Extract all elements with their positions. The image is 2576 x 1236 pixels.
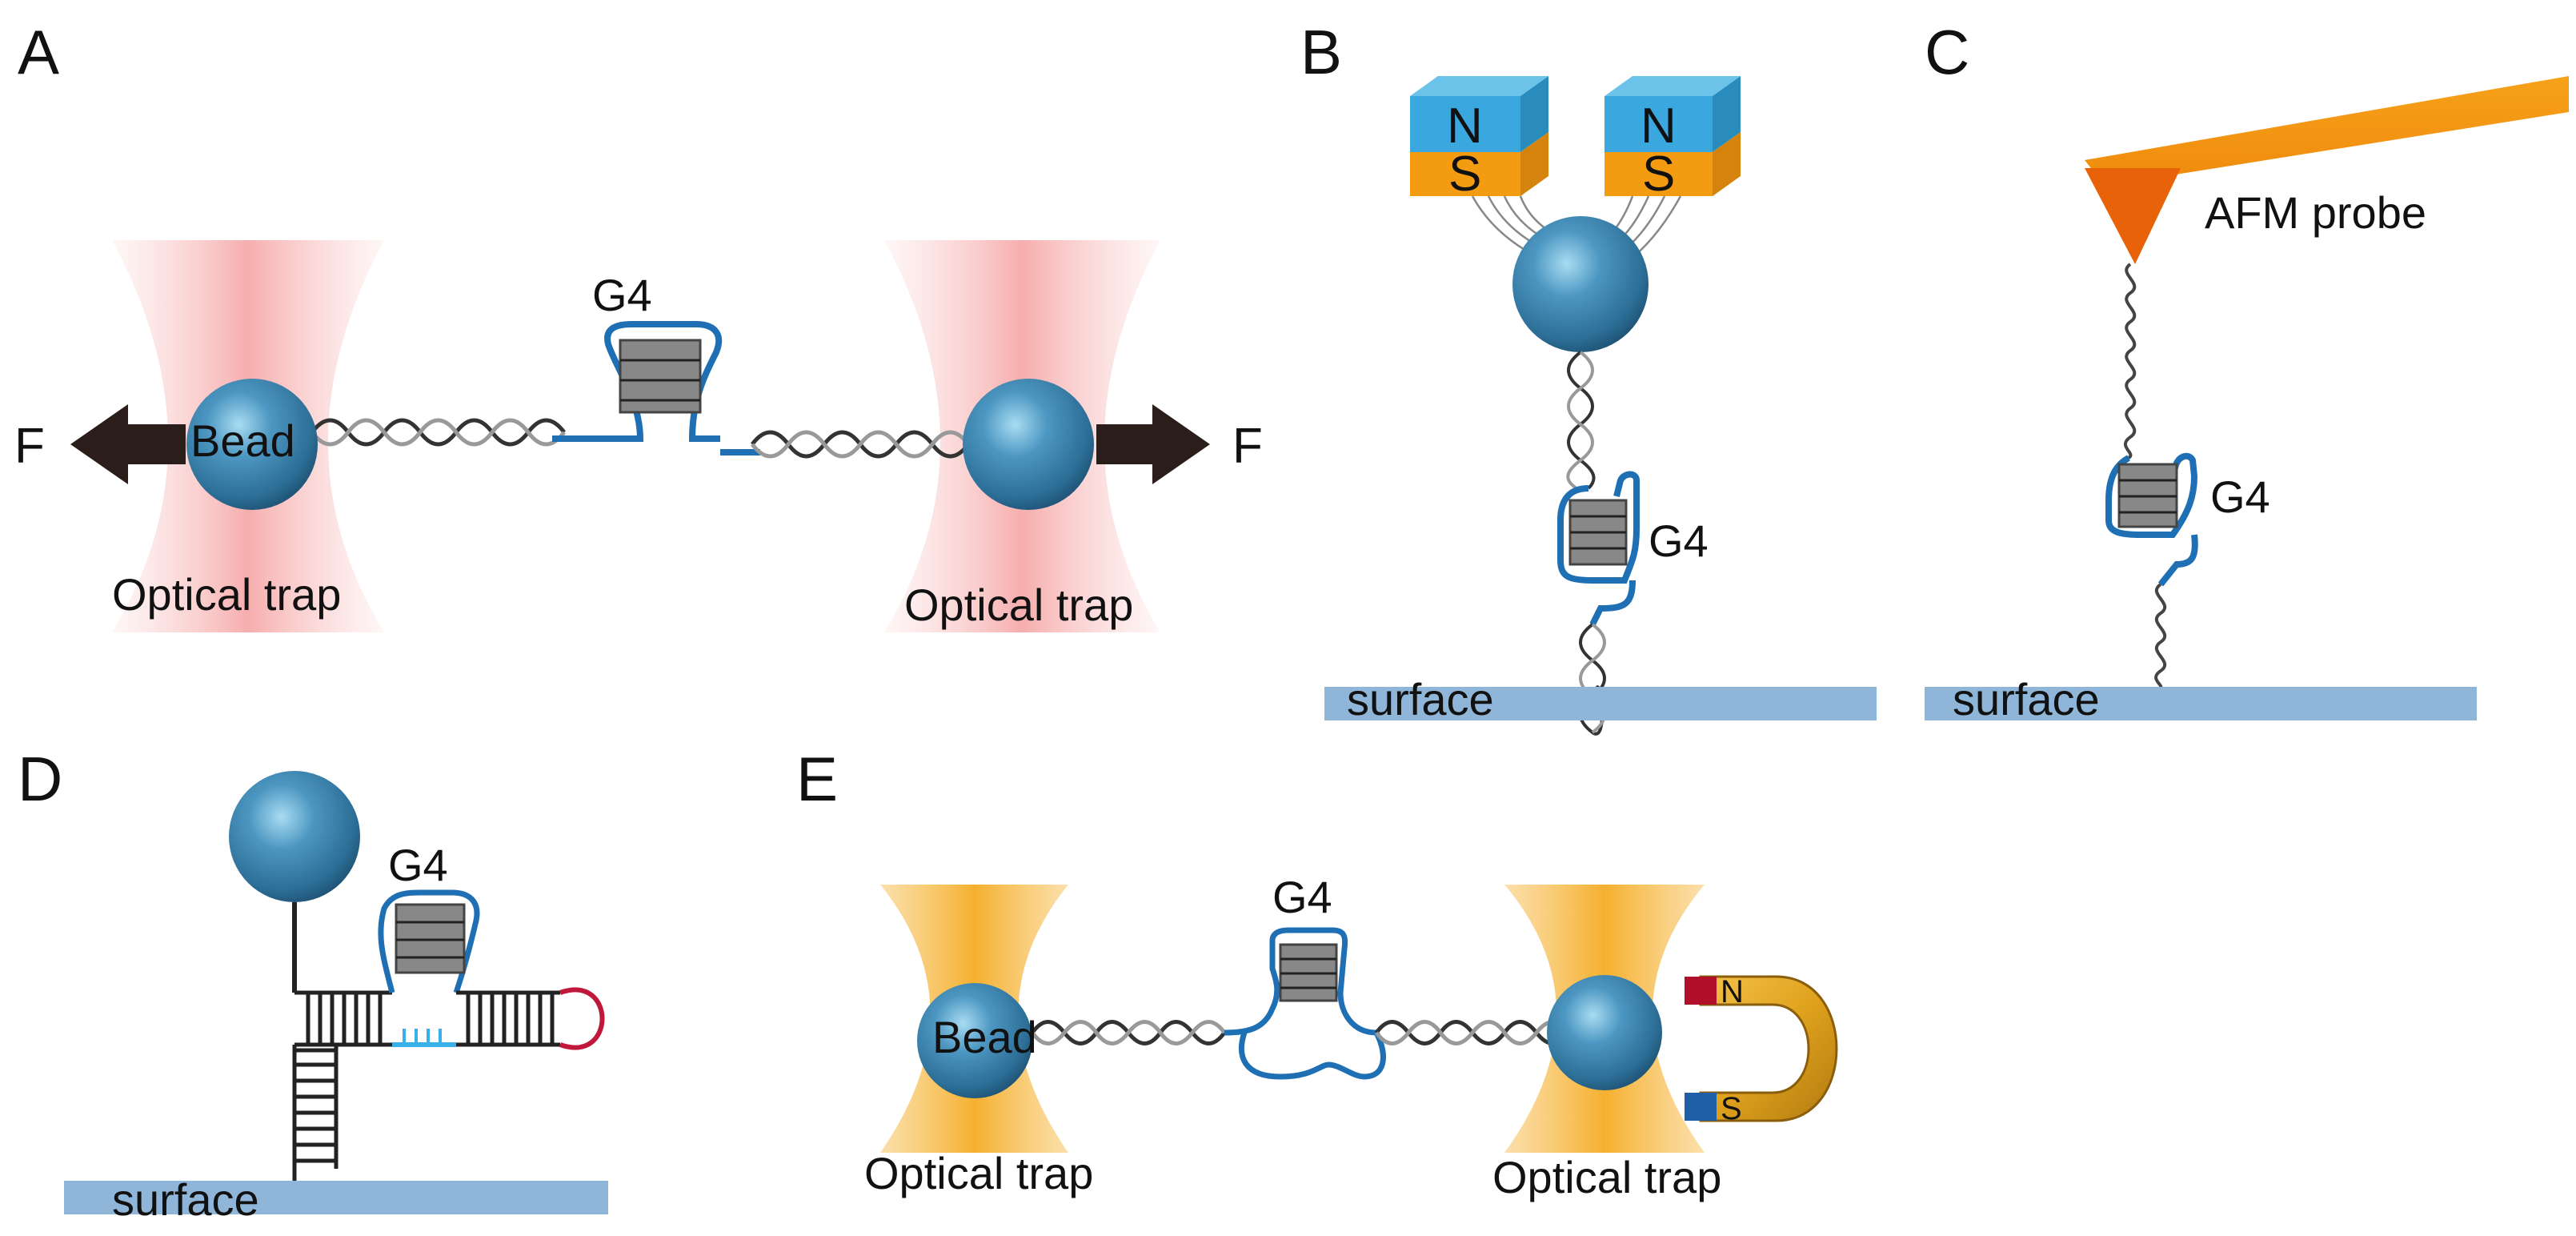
surface-label-c: surface [1953,674,2100,724]
surface-b [1324,687,1877,720]
bead-left-a [186,379,318,510]
force-label-left: F [14,419,45,474]
magnet-left-s: S [1448,146,1481,202]
optical-trap-label-right-a: Optical trap [904,580,1133,630]
panel-d: D G4 [18,744,608,1225]
bead-left-e [917,983,1032,1098]
dna-helix-right-e-2 [1374,1020,1571,1045]
duplex-right-d [456,990,560,1047]
bead-d [229,771,360,902]
magnet-right-b [1604,76,1741,196]
afm-cantilever [2085,76,2569,186]
magnet-left-b [1410,76,1548,196]
bead-right-a [963,379,1094,510]
g4-structure-a [604,321,723,442]
panel-c: C AFM probe G4 surface [1925,17,2569,724]
bead-label-a: Bead [190,415,295,466]
tether-top-c [2123,263,2137,459]
dna-helix-left-a [310,418,566,447]
afm-probe-label: AFM probe [2205,187,2426,238]
magnet-left-n: N [1447,98,1483,154]
g4-label-d: G4 [388,840,448,890]
force-arrow-left [70,404,186,484]
g4-label-e: G4 [1272,872,1332,922]
optical-trap-label-left-a: Optical trap [112,569,341,620]
hairpin-loop-d [559,987,605,1050]
optical-trap-label-right-e: Optical trap [1492,1152,1721,1202]
duplex-vertical-d [292,1045,339,1185]
panel-a: A G4 Bead F F Optical trap Optical [14,17,1263,632]
bead-right-e [1547,975,1662,1090]
optical-trap-label-left-e: Optical trap [864,1148,1093,1198]
g4-structure-d [378,889,480,1047]
force-label-right: F [1232,419,1263,474]
dna-helix-right-a-2 [751,430,970,459]
panel-b: B N S N S [1300,17,1877,736]
g4-structure-e [1224,927,1386,1080]
dna-helix-left-a-2 [310,418,566,447]
panel-letter-e: E [796,744,838,814]
panel-letter-b: B [1300,17,1342,87]
duplex-left-d [294,990,392,1047]
magnet-n-e: N [1721,974,1744,1009]
tether-bottom-c [2154,583,2167,692]
g4-label-c: G4 [2210,472,2270,522]
force-arrow-right [1096,404,1210,484]
surface-c [1925,687,2477,720]
horseshoe-magnet-e [1685,975,1838,1122]
magnet-right-n: N [1641,98,1677,154]
magnet-s-e: S [1721,1091,1742,1126]
surface-label-b: surface [1347,674,1494,724]
surface-d [64,1181,608,1214]
dna-helix-left-e-2 [1030,1020,1227,1045]
panel-e: E G4 Bead N S Optica [796,744,1838,1202]
g4-structure-c [2105,452,2198,587]
bead-b [1512,216,1649,352]
panel-letter-c: C [1925,17,1969,87]
panel-letter-d: D [18,744,62,814]
panel-letter-a: A [18,17,59,87]
g4-label-a: G4 [592,270,652,320]
g4-label-b: G4 [1649,516,1709,566]
surface-label-d: surface [112,1174,259,1225]
magnet-right-s: S [1642,146,1675,202]
g4-structure-b [1557,471,1640,626]
afm-probe-tip [2085,168,2181,264]
dna-helix-top-b-2 [1566,351,1594,490]
bead-label-e: Bead [932,1012,1037,1062]
